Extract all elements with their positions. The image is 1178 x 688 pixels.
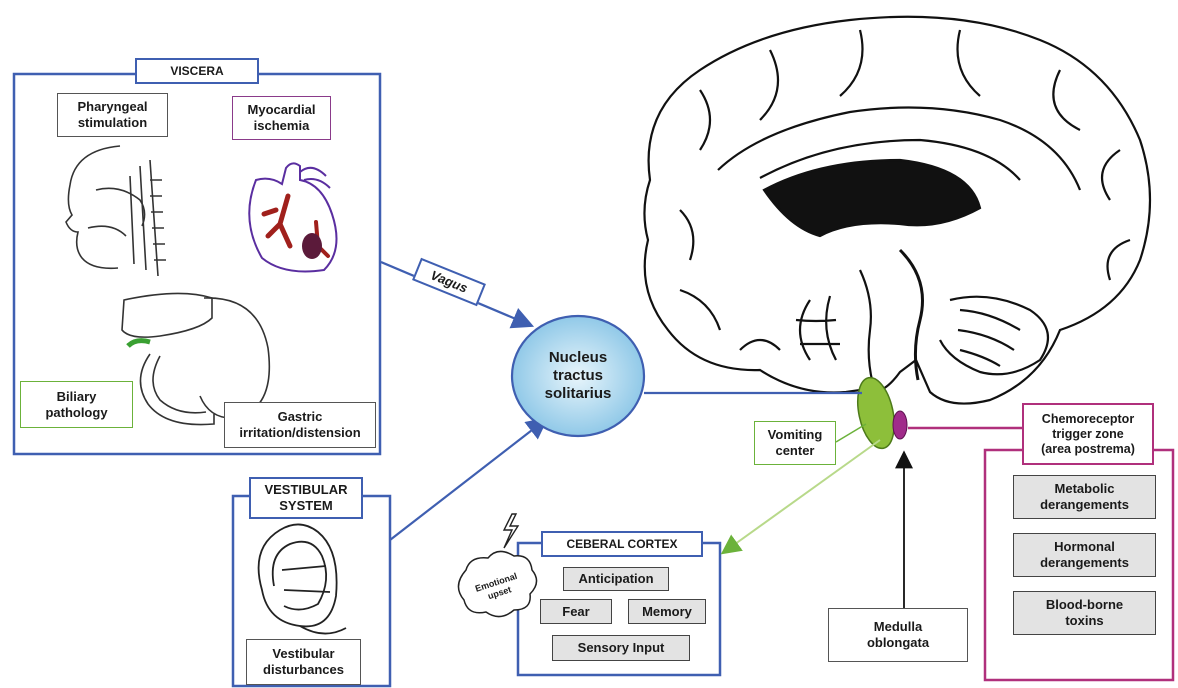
ctz-title: Chemoreceptor trigger zone (area postrem…: [1022, 403, 1154, 465]
vomiting-label-connector: [836, 424, 866, 442]
fear-box: Fear: [540, 599, 612, 624]
nts-label: Nucleus tractus solitarius: [528, 336, 628, 416]
cortex-title: CEBERAL CORTEX: [541, 531, 703, 557]
brain-sketch: [644, 17, 1150, 404]
labyrinth-sketch: [259, 524, 346, 633]
vomiting-center-label: Vomiting center: [754, 421, 836, 465]
vomiting-center-ellipse: [852, 374, 900, 451]
memory-box: Memory: [628, 599, 706, 624]
sensory-input-box: Sensory Input: [552, 635, 690, 661]
myocardial-label: Myocardial ischemia: [232, 96, 331, 140]
vestibular-disturbances-label: Vestibular disturbances: [246, 639, 361, 685]
hormonal-box: Hormonal derangements: [1013, 533, 1156, 577]
vestibular-title: VESTIBULAR SYSTEM: [249, 477, 363, 519]
toxins-box: Blood-borne toxins: [1013, 591, 1156, 635]
ctz-ellipse: [893, 411, 907, 439]
medulla-label: Medulla oblongata: [828, 608, 968, 662]
vestibular-arrow: [390, 420, 545, 540]
metabolic-box: Metabolic derangements: [1013, 475, 1156, 519]
anticipation-box: Anticipation: [563, 567, 669, 591]
biliary-label: Biliary pathology: [20, 381, 133, 428]
viscera-title: VISCERA: [135, 58, 259, 84]
lightning-icon: [504, 514, 518, 548]
pharynx-sketch: [66, 146, 166, 276]
gastric-label: Gastric irritation/distension: [224, 402, 376, 448]
heart-sketch: [249, 163, 336, 271]
pharyngeal-label: Pharyngeal stimulation: [57, 93, 168, 137]
